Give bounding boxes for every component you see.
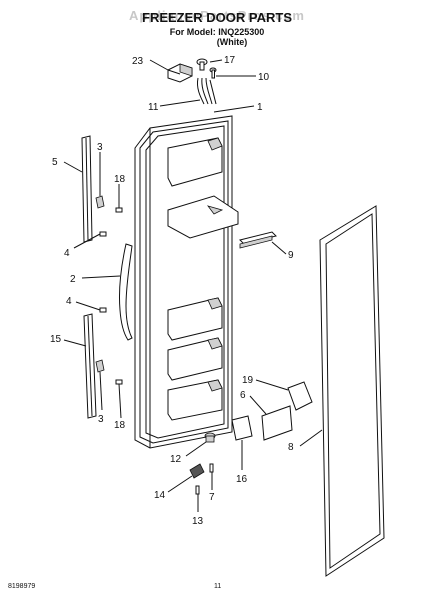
part-3-clip bbox=[95, 359, 105, 373]
part-12-hinge bbox=[204, 432, 216, 443]
callout-4-lower: 4 bbox=[66, 296, 72, 307]
part-9-trim bbox=[239, 231, 277, 249]
part-16-bracket bbox=[231, 415, 253, 441]
door-shelf bbox=[167, 337, 223, 381]
watermark: AppliancePartsPros.com bbox=[129, 8, 305, 23]
callout-15: 15 bbox=[50, 334, 62, 345]
part-17-screw bbox=[196, 58, 208, 71]
diagram-title: FREEZER DOOR PARTS bbox=[142, 10, 292, 25]
part-23-connector bbox=[167, 63, 193, 83]
page-number: 11 bbox=[214, 583, 221, 590]
callout-19: 19 bbox=[242, 375, 254, 386]
doc-number: 8198979 bbox=[8, 583, 35, 590]
callout-10: 10 bbox=[258, 72, 270, 83]
callout-9: 9 bbox=[288, 250, 294, 261]
part-3-clip bbox=[95, 195, 105, 209]
callout-3-lower: 3 bbox=[98, 414, 104, 425]
part-14-hinge-pin bbox=[189, 463, 205, 479]
callout-3-upper: 3 bbox=[97, 142, 103, 153]
leader-lines bbox=[63, 59, 323, 512]
part-10-screw bbox=[209, 67, 217, 79]
callout-4-upper: 4 bbox=[64, 248, 70, 259]
part-4-screw bbox=[99, 231, 107, 237]
part-18-screw bbox=[115, 207, 123, 213]
callout-12: 12 bbox=[170, 454, 182, 465]
callout-16: 16 bbox=[236, 474, 248, 485]
model-line: For Model: INQ225300 bbox=[170, 27, 265, 37]
part-5-trim bbox=[81, 135, 93, 243]
part-7-screw bbox=[209, 463, 214, 473]
part-19-cover bbox=[287, 381, 313, 411]
door-shelf bbox=[167, 379, 223, 421]
part-8-gasket bbox=[319, 205, 385, 577]
callout-18-upper: 18 bbox=[114, 174, 126, 185]
callout-2: 2 bbox=[70, 274, 76, 285]
callout-6: 6 bbox=[240, 390, 246, 401]
door-shelf bbox=[167, 195, 239, 239]
callout-8: 8 bbox=[288, 442, 294, 453]
callout-13: 13 bbox=[192, 516, 204, 527]
callout-17: 17 bbox=[224, 55, 236, 66]
part-13-screw bbox=[195, 485, 200, 495]
callout-23: 23 bbox=[132, 56, 144, 67]
color-line: (White) bbox=[217, 37, 248, 47]
callout-11: 11 bbox=[148, 102, 159, 113]
callout-1: 1 bbox=[257, 102, 263, 113]
part-18-screw bbox=[115, 379, 123, 385]
part-2-handle bbox=[118, 243, 133, 341]
callout-14: 14 bbox=[154, 490, 166, 501]
part-1-door bbox=[134, 115, 239, 449]
part-4-screw bbox=[99, 307, 107, 313]
callout-5: 5 bbox=[52, 157, 58, 168]
part-11-wire-harness bbox=[197, 77, 217, 105]
callout-labels: 23 17 10 11 1 5 3 18 4 9 2 4 15 19 6 3 1… bbox=[50, 55, 294, 527]
door-shelf bbox=[167, 297, 223, 341]
door-shelf bbox=[167, 137, 223, 187]
part-15-trim bbox=[83, 313, 97, 419]
callout-7: 7 bbox=[209, 492, 215, 503]
callout-18-lower: 18 bbox=[114, 420, 126, 431]
part-6-cover bbox=[261, 405, 293, 441]
